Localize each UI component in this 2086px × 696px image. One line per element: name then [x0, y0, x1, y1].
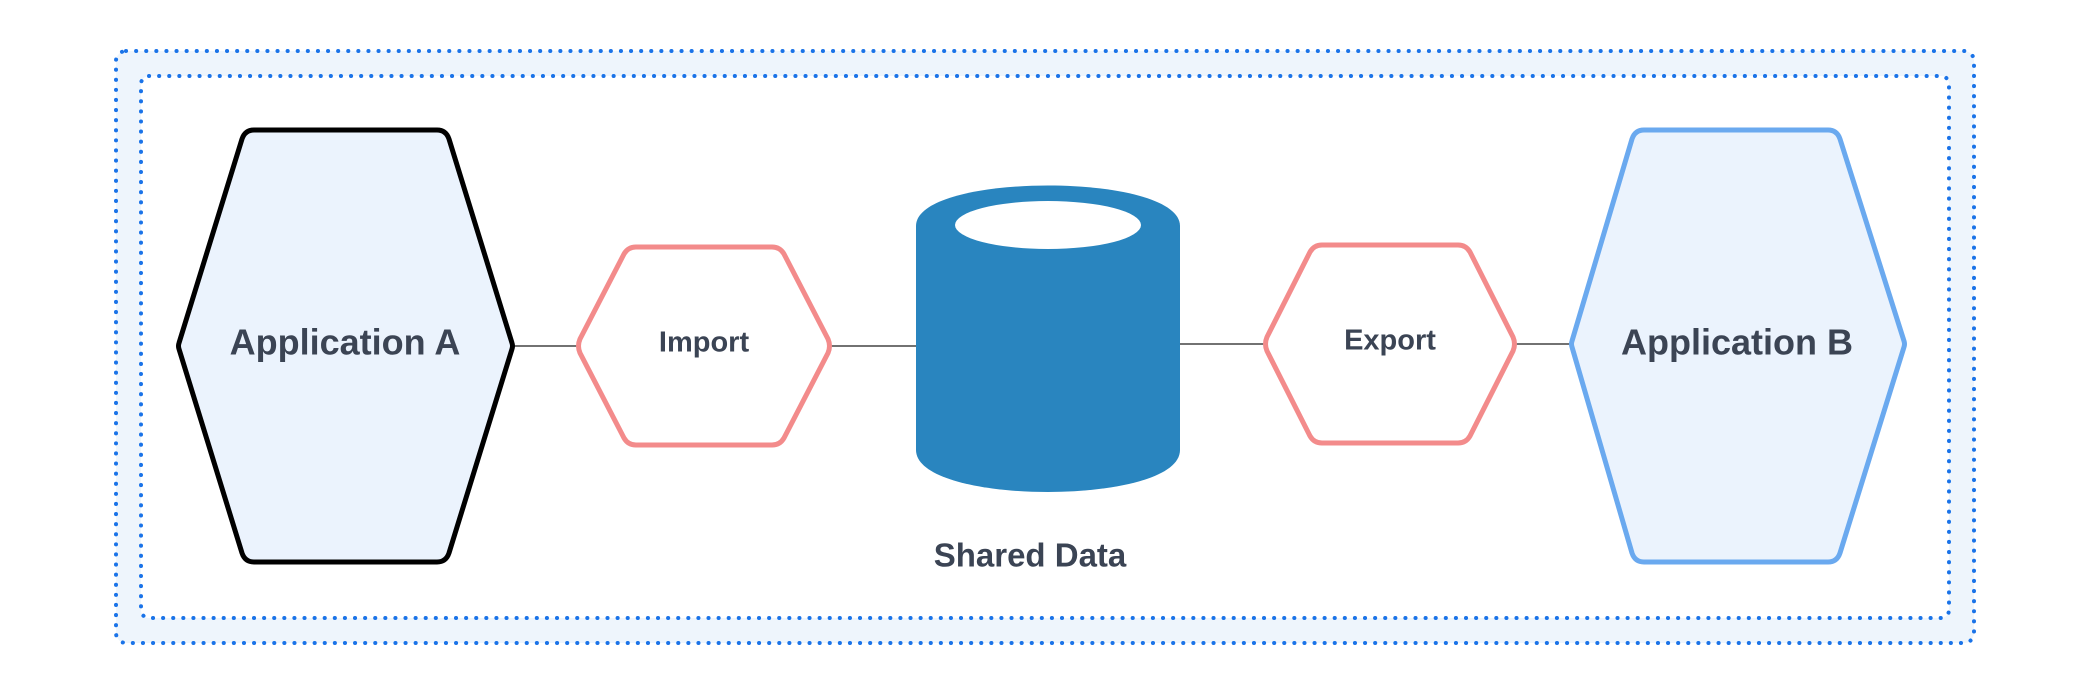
shared-data-database[interactable]: Shared Data — [916, 185, 1180, 574]
application-b-label: Application B — [1621, 322, 1853, 363]
export-label: Export — [1344, 325, 1436, 357]
database-top-ellipse — [955, 201, 1141, 249]
application-a-node[interactable]: Application A — [176, 127, 515, 565]
application-a-label: Application A — [230, 322, 461, 363]
import-hexagon — [576, 244, 832, 448]
application-b-hexagon — [1569, 127, 1907, 565]
application-a-hexagon — [176, 127, 515, 565]
import-label: Import — [659, 327, 750, 359]
shared-data-label: Shared Data — [934, 537, 1127, 574]
database-icon — [916, 185, 1180, 492]
export-node[interactable]: Export — [1263, 242, 1517, 446]
export-hexagon — [1263, 242, 1517, 446]
import-node[interactable]: Import — [576, 244, 832, 448]
application-b-node[interactable]: Application B — [1569, 127, 1907, 565]
